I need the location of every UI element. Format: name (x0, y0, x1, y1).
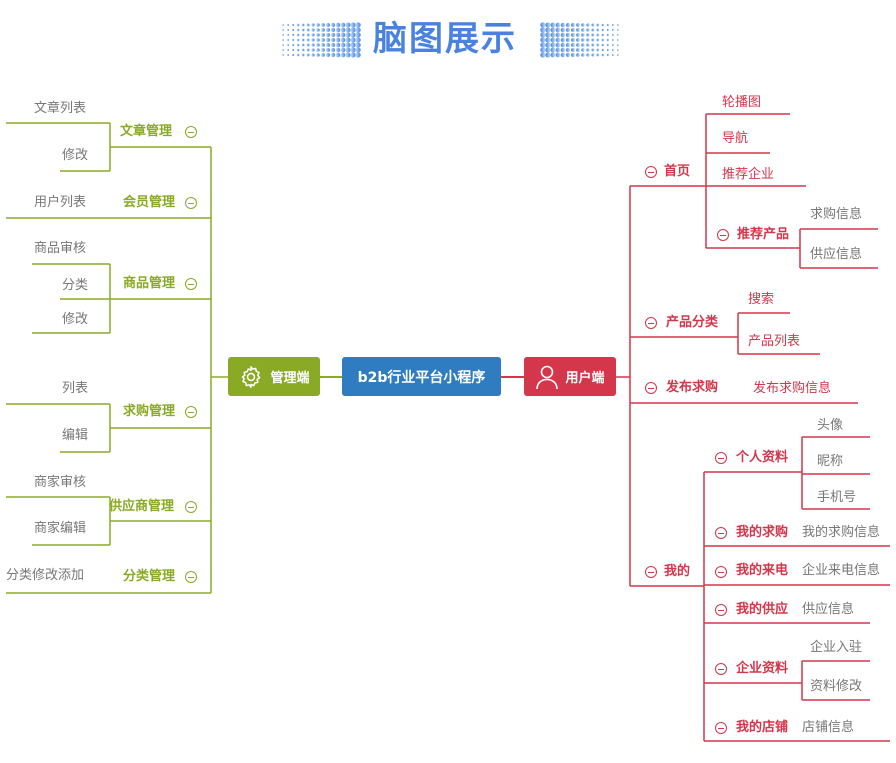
leaf-company-call-info[interactable]: 企业来电信息 (802, 563, 881, 578)
group-my-supply[interactable]: 我的供应 (736, 602, 789, 617)
leaf-product-edit[interactable]: 修改 (62, 312, 89, 327)
group-profile[interactable]: 个人资料 (736, 450, 789, 465)
collapse-icon[interactable] (715, 452, 727, 464)
leaf-profile-edit[interactable]: 资料修改 (810, 679, 863, 694)
leaf-my-purchase-info[interactable]: 我的求购信息 (802, 525, 881, 540)
leaf-post-purchase-info[interactable]: 发布求购信息 (753, 381, 832, 396)
group-product-category[interactable]: 产品分类 (666, 315, 719, 330)
group-category-management[interactable]: 分类管理 (123, 569, 176, 584)
group-supplier-management[interactable]: 供应商管理 (109, 499, 175, 514)
decorative-dots-left (282, 22, 361, 58)
leaf-navigation[interactable]: 导航 (722, 131, 749, 146)
leaf-company-register[interactable]: 企业入驻 (810, 640, 863, 655)
group-purchase-management[interactable]: 求购管理 (123, 404, 176, 419)
leaf-phone[interactable]: 手机号 (817, 490, 857, 505)
leaf-article-list[interactable]: 文章列表 (34, 101, 87, 116)
collapse-icon[interactable] (715, 663, 727, 675)
collapse-icon[interactable] (715, 722, 727, 734)
leaf-purchase-edit[interactable]: 编辑 (62, 428, 89, 443)
gear-icon (242, 365, 261, 388)
group-member-management[interactable]: 会员管理 (123, 195, 176, 210)
group-article-management[interactable]: 文章管理 (120, 124, 173, 139)
leaf-user-list[interactable]: 用户列表 (34, 195, 87, 210)
group-my-calls[interactable]: 我的来电 (736, 563, 789, 578)
user-icon (536, 365, 559, 389)
user-label: 用户端 (565, 371, 605, 386)
collapse-icon[interactable] (185, 571, 197, 583)
leaf-purchase-info[interactable]: 求购信息 (810, 207, 863, 222)
group-mine[interactable]: 我的 (664, 564, 691, 579)
leaf-category-edit-add[interactable]: 分类修改添加 (6, 568, 85, 583)
group-recommended-products[interactable]: 推荐产品 (737, 227, 790, 242)
group-company-profile[interactable]: 企业资料 (736, 661, 789, 676)
leaf-avatar[interactable]: 头像 (817, 418, 844, 433)
leaf-article-edit[interactable]: 修改 (62, 148, 89, 163)
leaf-search[interactable]: 搜索 (748, 292, 775, 307)
collapse-icon[interactable] (185, 197, 197, 209)
collapse-icon[interactable] (715, 566, 727, 578)
group-home[interactable]: 首页 (664, 164, 691, 179)
collapse-icon[interactable] (717, 229, 729, 241)
collapse-icon[interactable] (645, 317, 657, 329)
leaf-carousel[interactable]: 轮播图 (722, 95, 762, 110)
leaf-nickname[interactable]: 昵称 (817, 454, 844, 469)
collapse-icon[interactable] (645, 166, 657, 178)
admin-node[interactable]: 管理端 (228, 357, 320, 396)
collapse-icon[interactable] (645, 382, 657, 394)
leaf-supply-info[interactable]: 供应信息 (810, 247, 863, 262)
leaf-store-info[interactable]: 店铺信息 (802, 720, 855, 735)
collapse-icon[interactable] (185, 278, 197, 290)
leaf-product-category[interactable]: 分类 (62, 278, 89, 293)
leaf-merchant-edit[interactable]: 商家编辑 (34, 521, 87, 536)
user-node[interactable]: 用户端 (524, 357, 616, 396)
group-my-store[interactable]: 我的店铺 (736, 720, 789, 735)
leaf-my-supply-info[interactable]: 供应信息 (802, 602, 855, 617)
leaf-recommended-companies[interactable]: 推荐企业 (722, 167, 775, 182)
collapse-icon[interactable] (185, 126, 197, 138)
collapse-icon[interactable] (185, 501, 197, 513)
leaf-merchant-review[interactable]: 商家审核 (34, 475, 87, 490)
group-product-management[interactable]: 商品管理 (123, 276, 176, 291)
collapse-icon[interactable] (715, 604, 727, 616)
leaf-purchase-list[interactable]: 列表 (62, 381, 89, 396)
root-node[interactable]: b2b行业平台小程序 (342, 357, 501, 396)
leaf-product-list[interactable]: 产品列表 (748, 334, 801, 349)
admin-label: 管理端 (270, 371, 310, 386)
group-post-purchase[interactable]: 发布求购 (666, 380, 719, 395)
page-title: 脑图展示 (373, 19, 517, 59)
collapse-icon[interactable] (185, 406, 197, 418)
collapse-icon[interactable] (645, 566, 657, 578)
collapse-icon[interactable] (715, 527, 727, 539)
leaf-product-review[interactable]: 商品审核 (34, 241, 87, 256)
group-my-purchases[interactable]: 我的求购 (736, 525, 789, 540)
decorative-dots-right (540, 22, 619, 58)
